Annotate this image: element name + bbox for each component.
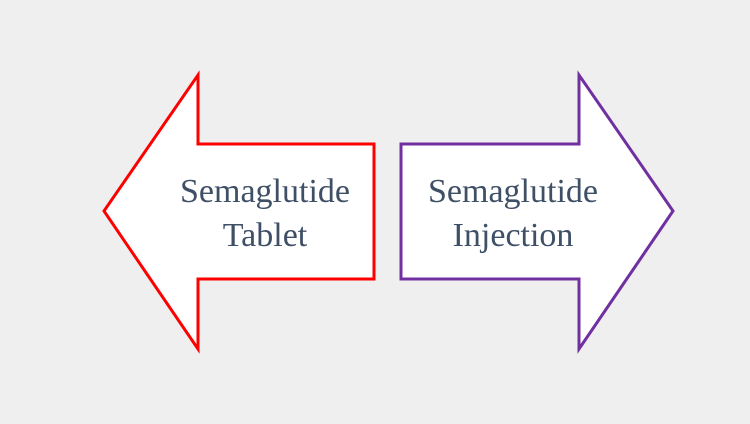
right-arrow-shape [399,70,675,354]
left-arrow-label-line2: Tablet [222,217,308,254]
left-arrow-label: Semaglutide Tablet [160,170,370,258]
left-arrow-shape [102,70,376,354]
right-arrow-label-line2: Injection [452,217,574,254]
right-arrow-label: Semaglutide Injection [408,170,618,258]
right-arrow-label-line1: Semaglutide [428,173,598,210]
left-arrow-label-line1: Semaglutide [180,173,350,210]
